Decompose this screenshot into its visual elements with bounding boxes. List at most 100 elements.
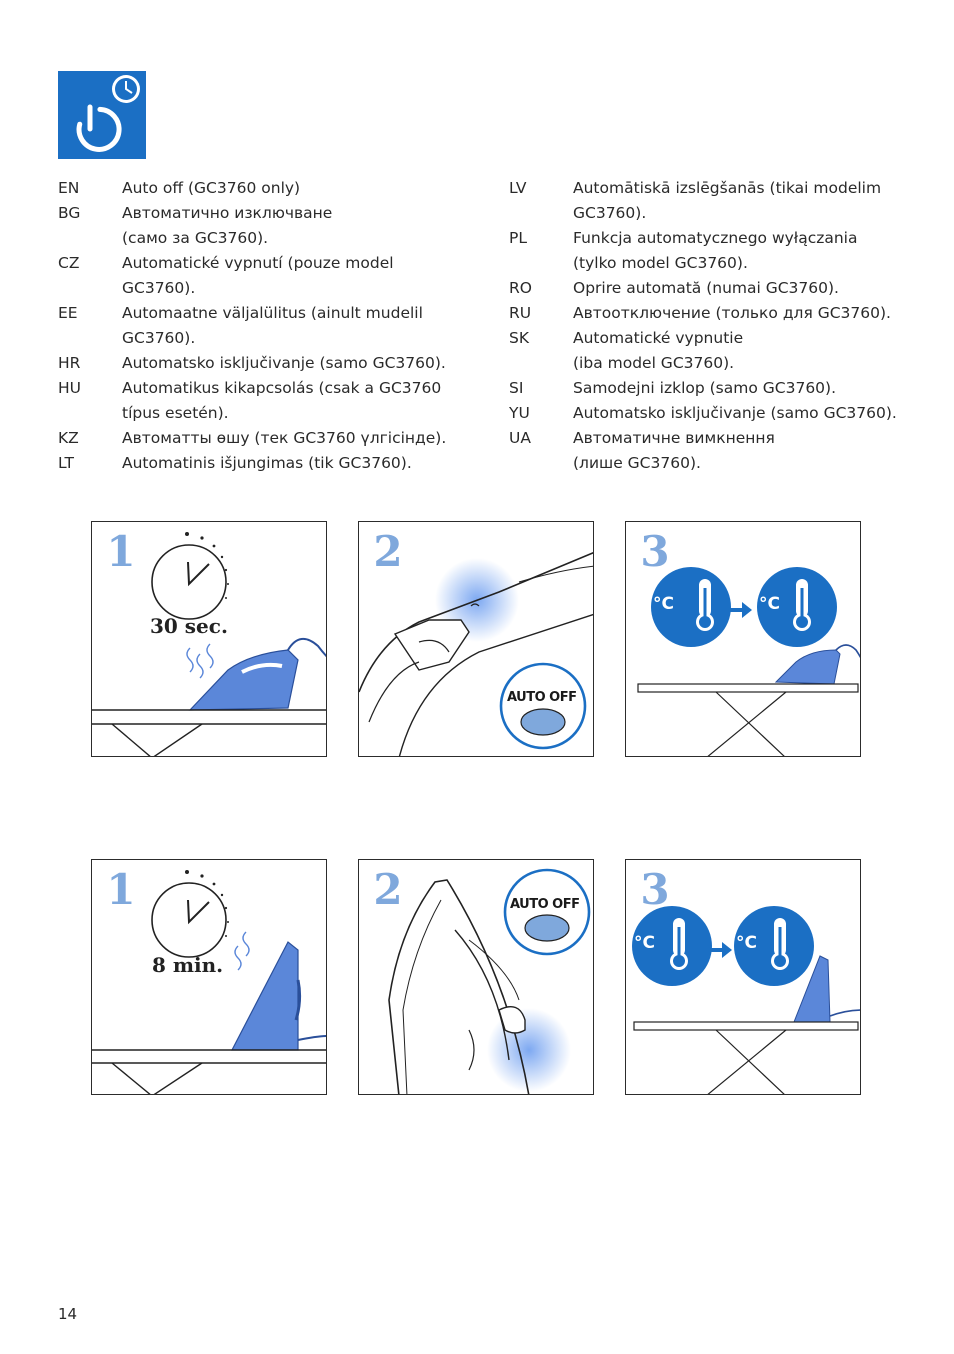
language-code: UA <box>509 429 531 447</box>
language-code <box>509 251 573 276</box>
language-text: Автоматты өшу (тек GC3760 үлгісінде). <box>122 429 447 447</box>
celsius-label: °C <box>634 933 655 953</box>
language-text: (лише GC3760). <box>573 454 701 472</box>
language-text: Automatické vypnutie <box>573 329 744 347</box>
language-code: HU <box>58 379 82 397</box>
language-code: YU <box>509 404 530 422</box>
row1-step1-panel: 1 30 sec. <box>91 521 327 757</box>
language-entry: LV Automātiskā izslēgšanās (tikai modelim <box>509 176 909 201</box>
language-text: (iba model GC3760). <box>573 354 735 372</box>
language-entry: EN Auto off (GC3760 only) <box>58 176 458 201</box>
language-code: CZ <box>58 254 80 272</box>
language-text: Автоматичне вимкнення <box>573 429 775 447</box>
language-entry: GC3760). <box>58 326 458 351</box>
language-entry: PL Funkcja automatycznego wyłączania <box>509 226 909 251</box>
language-entry: UA Автоматичне вимкнення <box>509 426 909 451</box>
language-entry: (само за GC3760). <box>58 226 458 251</box>
iron-cooling-flat-illustration <box>637 567 860 756</box>
step-number: 3 <box>640 865 670 914</box>
step-number: 2 <box>373 527 403 576</box>
duration-label: 8 min. <box>152 953 224 977</box>
language-code: HR <box>58 354 81 372</box>
language-text: GC3760). <box>573 204 647 222</box>
iron-idle-flat-illustration <box>92 532 326 756</box>
auto-off-badge-label: AUTO OFF <box>507 690 577 705</box>
page-number: 14 <box>58 1305 78 1323</box>
language-entry: SI Samodejni izklop (samo GC3760). <box>509 376 909 401</box>
celsius-label: °C <box>653 594 674 614</box>
step-number: 1 <box>106 527 136 576</box>
iron-closeup-illustration <box>359 551 593 756</box>
language-text: Automatsko isključivanje (samo GC3760). <box>122 354 446 372</box>
iron-back-view-illustration <box>388 868 591 1094</box>
iron-idle-upright-illustration <box>92 870 326 1094</box>
language-text: Automatikus kikapcsolás (csak a GC3760 <box>122 379 442 397</box>
language-code <box>58 401 122 426</box>
language-entry: CZ Automatické vypnutí (pouze model <box>58 251 458 276</box>
language-text: Funkcja automatycznego wyłączania <box>573 229 858 247</box>
language-code: EN <box>58 179 80 197</box>
language-text: Automatinis išjungimas (tik GC3760). <box>122 454 412 472</box>
language-text: GC3760). <box>122 329 196 347</box>
language-code <box>58 326 122 351</box>
language-text: Automātiskā izslēgšanās (tikai modelim <box>573 179 882 197</box>
auto-off-badge-label: AUTO OFF <box>510 897 580 912</box>
language-text: Автоматично изключване <box>122 204 333 222</box>
language-code: SK <box>509 329 530 347</box>
language-entry: (tylko model GC3760). <box>509 251 909 276</box>
language-entry: HR Automatsko isključivanje (samo GC3760)… <box>58 351 458 376</box>
clock-icon <box>151 544 227 620</box>
language-code <box>58 276 122 301</box>
language-code <box>509 351 573 376</box>
language-entry: SK Automatické vypnutie <box>509 326 909 351</box>
language-entry: HU Automatikus kikapcsolás (csak a GC3760 <box>58 376 458 401</box>
duration-label: 30 sec. <box>150 614 228 638</box>
language-text: Oprire automată (numai GC3760). <box>573 279 839 297</box>
language-entry: BG Автоматично изключване <box>58 201 458 226</box>
language-code <box>509 201 573 226</box>
row1-step3-panel: 3 °C °C <box>625 521 861 757</box>
clock-icon <box>151 882 227 958</box>
language-code: SI <box>509 379 524 397</box>
row2-step1-panel: 1 8 min. <box>91 859 327 1095</box>
language-text: Автоотключение (только для GC3760). <box>573 304 891 322</box>
language-entry: RO Oprire automată (numai GC3760). <box>509 276 909 301</box>
language-entry: típus esetén). <box>58 401 458 426</box>
language-entry: (iba model GC3760). <box>509 351 909 376</box>
step-number: 3 <box>640 527 670 576</box>
language-code <box>509 451 573 476</box>
language-code <box>58 226 122 251</box>
language-code: LT <box>58 454 74 472</box>
row2-step3-panel: 3 °C °C <box>625 859 861 1095</box>
language-text: (tylko model GC3760). <box>573 254 748 272</box>
language-code: PL <box>509 229 527 247</box>
row1-step2-panel: 2 AUTO OFF <box>358 521 594 757</box>
language-entry: RU Автоотключение (только для GC3760). <box>509 301 909 326</box>
row2-step2-panel: 2 AUTO OFF <box>358 859 594 1095</box>
language-text: (само за GC3760). <box>122 229 269 247</box>
language-entry: EE Automaatne väljalülitus (ainult mudeli… <box>58 301 458 326</box>
language-entry: GC3760). <box>509 201 909 226</box>
celsius-label: °C <box>736 933 757 953</box>
step-number: 1 <box>106 865 136 914</box>
power-clock-icon <box>76 75 140 152</box>
language-list-right: LV Automātiskā izslēgšanās (tikai modelim… <box>509 176 909 476</box>
language-text: Automatické vypnutí (pouze model <box>122 254 394 272</box>
language-text: Samodejni izklop (samo GC3760). <box>573 379 837 397</box>
iron-cooling-upright-illustration <box>632 906 860 1094</box>
language-text: Auto off (GC3760 only) <box>122 179 301 197</box>
language-code: LV <box>509 179 527 197</box>
step-number: 2 <box>373 865 403 914</box>
language-code: BG <box>58 204 81 222</box>
language-text: Automaatne väljalülitus (ainult mudelil <box>122 304 423 322</box>
language-text: Automatsko isključivanje (samo GC3760). <box>573 404 897 422</box>
language-code: EE <box>58 304 78 322</box>
language-text: GC3760). <box>122 279 196 297</box>
language-entry: LT Automatinis išjungimas (tik GC3760). <box>58 451 458 476</box>
language-entry: (лише GC3760). <box>509 451 909 476</box>
language-code: RO <box>509 279 532 297</box>
language-code: RU <box>509 304 532 322</box>
language-list-left: EN Auto off (GC3760 only) BG Автоматично из… <box>58 176 458 476</box>
celsius-label: °C <box>759 594 780 614</box>
